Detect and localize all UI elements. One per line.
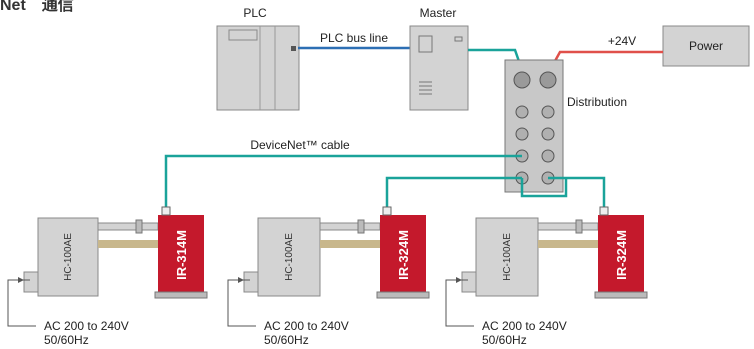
power-voltage-label: +24V	[608, 34, 636, 48]
devicenet-cable-2	[385, 176, 522, 208]
devicenet-cable-3	[548, 176, 606, 208]
page-title: Net 通信	[0, 0, 74, 14]
power-supply	[662, 25, 750, 67]
unit-3-ac-line1: AC 200 to 240V	[482, 319, 567, 333]
unit-3-controller: HC-100AE	[502, 233, 513, 281]
unit-2-ac-line2: 50/60Hz	[264, 333, 309, 347]
unit-2	[227, 206, 430, 327]
plc-bus-label: PLC bus line	[320, 31, 388, 45]
unit-1-head: IR-314M	[174, 230, 189, 280]
master-device	[409, 25, 469, 111]
distribution-box	[504, 59, 564, 193]
unit-2-controller: HC-100AE	[284, 233, 295, 281]
unit-2-ac-line1: AC 200 to 240V	[264, 319, 349, 333]
master-label: Master	[420, 6, 457, 20]
plc-label: PLC	[243, 6, 267, 20]
unit-2-head: IR-324M	[396, 230, 411, 280]
distribution-label: Distribution	[567, 95, 627, 109]
unit-3-head: IR-324M	[614, 230, 629, 280]
unit-3	[445, 206, 648, 327]
unit-1-controller: HC-100AE	[63, 233, 74, 281]
unit-1	[7, 206, 208, 327]
devicenet-cable-1	[164, 154, 522, 208]
devicenet-link	[520, 178, 568, 198]
unit-3-ac-line2: 50/60Hz	[482, 333, 527, 347]
unit-1-ac-line1: AC 200 to 240V	[44, 319, 129, 333]
power-line	[548, 50, 663, 71]
unit-1-ac-line2: 50/60Hz	[44, 333, 89, 347]
power-label: Power	[689, 39, 723, 53]
devicenet-cable-label: DeviceNet™ cable	[250, 138, 350, 152]
plc-device	[216, 25, 300, 111]
